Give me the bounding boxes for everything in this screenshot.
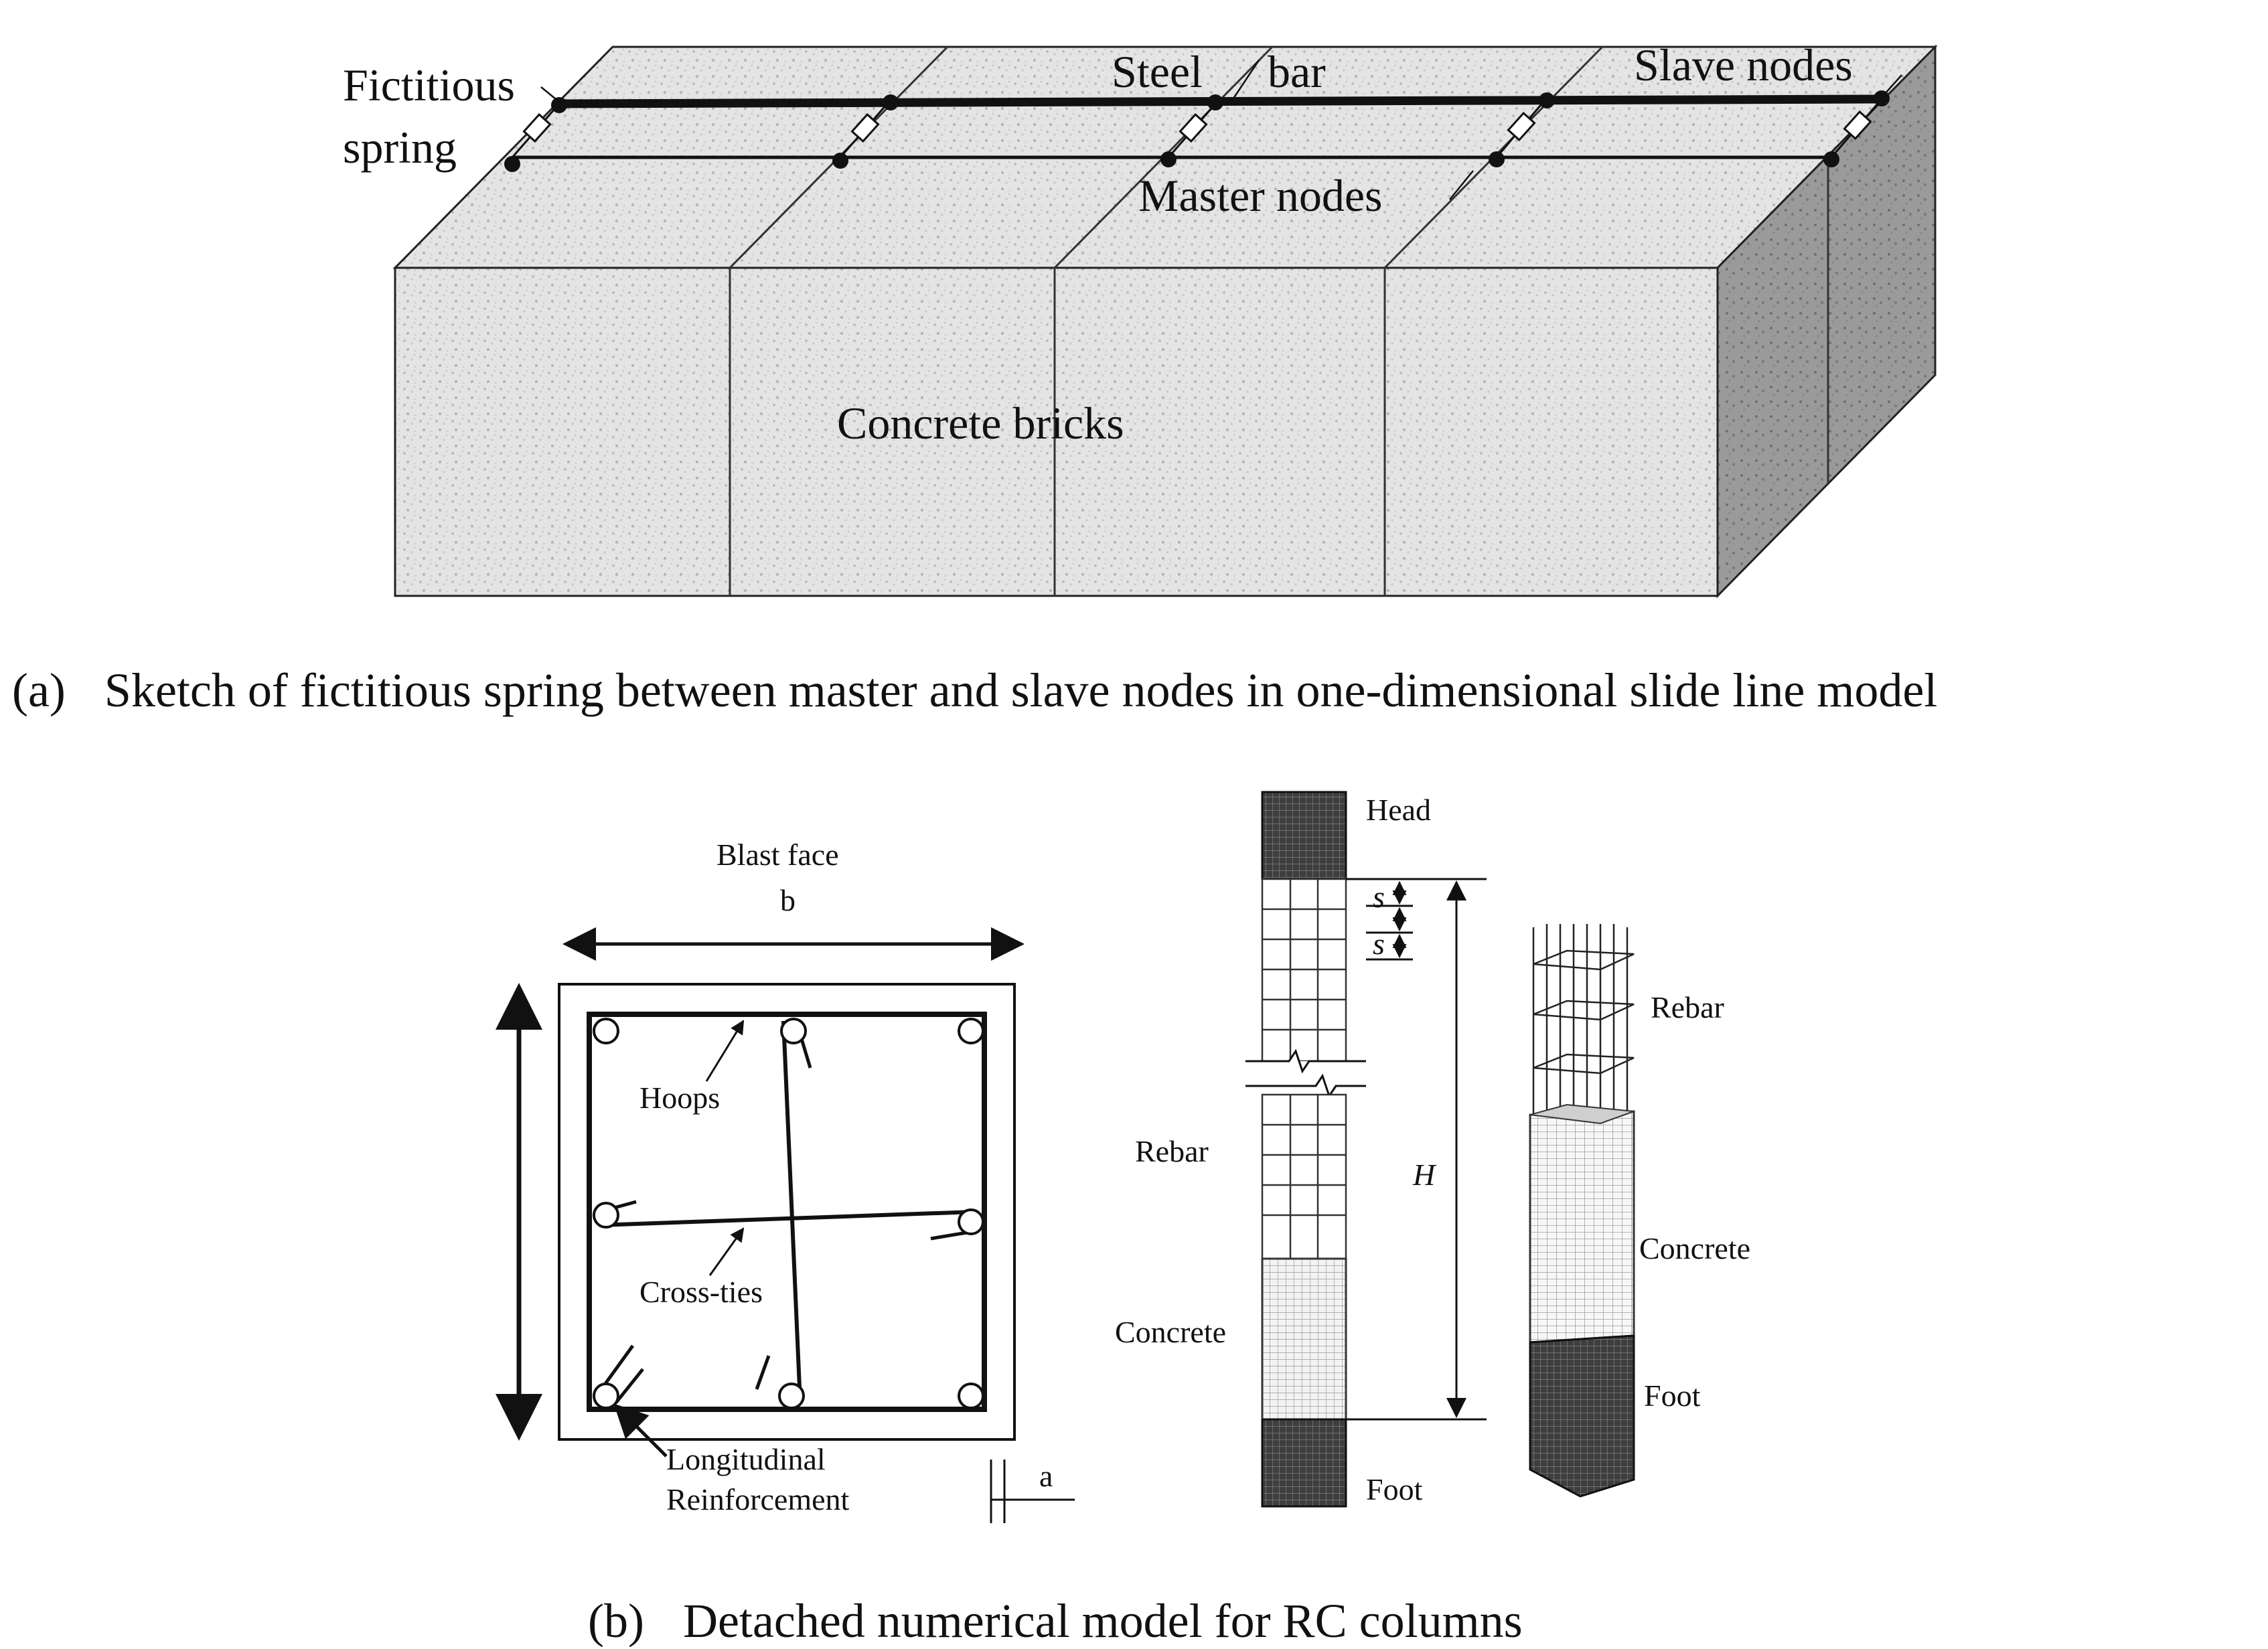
panel-b-3d-model	[1529, 924, 1635, 1498]
fictitious-label: Fictitious	[343, 60, 515, 110]
front-face	[394, 266, 1719, 597]
label-leaders	[540, 60, 1902, 200]
fictitious-springs	[511, 98, 1883, 158]
foot-block	[1261, 1418, 1347, 1508]
caption-a-letter: (a)	[12, 663, 66, 717]
H-label: H	[1412, 1158, 1437, 1192]
cross-ties-label: Cross-ties	[639, 1275, 763, 1309]
outer-section	[558, 983, 1016, 1441]
panel-a-slide-line-sketch: Fictitious spring Steel bar Slave nodes …	[343, 40, 1938, 599]
head-label: Head	[1366, 793, 1431, 827]
rebar-cage	[1532, 924, 1635, 1115]
master-nodes	[504, 151, 1839, 172]
cover-dimension	[990, 1460, 1075, 1523]
caption-b: (b) Detached numerical model for RC colu…	[588, 1593, 1523, 1649]
concrete-bricks-label: Concrete bricks	[837, 398, 1124, 449]
longitudinal-label: Longitudinal	[666, 1442, 826, 1476]
column-concrete-label: Concrete	[1115, 1315, 1226, 1349]
model-concrete	[1529, 1110, 1635, 1344]
rebar-segment-upper	[1261, 878, 1347, 1063]
model-foot	[1529, 1334, 1635, 1498]
model-rebar-label: Rebar	[1651, 990, 1724, 1024]
b-label: b	[780, 883, 796, 917]
rebar-segment-lower	[1261, 1093, 1347, 1260]
slave-nodes-label: Slave nodes	[1634, 40, 1853, 90]
column-foot-label: Foot	[1366, 1472, 1423, 1506]
cross-tie-vertical	[781, 1020, 802, 1403]
s-label-2: s	[1373, 927, 1385, 961]
bar-label: bar	[1268, 46, 1326, 97]
spring-label: spring	[343, 122, 457, 173]
section-leaders	[613, 1020, 745, 1458]
caption-b-text: Detached numerical model for RC columns	[682, 1594, 1523, 1648]
panel-b-cross-section	[496, 927, 1075, 1523]
break-mark	[1245, 1048, 1366, 1099]
model-concrete-top	[1529, 1103, 1635, 1125]
longitudinal-bars	[593, 1018, 984, 1409]
slave-nodes	[551, 90, 1890, 113]
reinforcement-label: Reinforcement	[666, 1482, 850, 1516]
model-concrete-label: Concrete	[1639, 1231, 1750, 1265]
caption-a-text: Sketch of fictitious spring between mast…	[104, 663, 1938, 717]
head-block	[1261, 791, 1347, 880]
hoop	[587, 1012, 987, 1412]
a-label: a	[1039, 1459, 1053, 1493]
model-foot-label: Foot	[1644, 1379, 1701, 1413]
hoops-label: Hoops	[639, 1081, 720, 1115]
caption-b-letter: (b)	[588, 1594, 644, 1648]
cross-tie-horizontal	[599, 1210, 975, 1227]
steel-label: Steel	[1112, 46, 1203, 97]
caption-a: (a) Sketch of fictitious spring between …	[12, 663, 1937, 718]
column-rebar-label: Rebar	[1135, 1134, 1209, 1168]
panel-b-column-elevation	[1245, 791, 1487, 1508]
concrete-segment	[1261, 1257, 1347, 1421]
blast-face-label: Blast face	[716, 838, 839, 872]
s-label-1: s	[1373, 880, 1385, 914]
column-dimensions	[1346, 878, 1487, 1421]
master-nodes-label: Master nodes	[1138, 170, 1382, 221]
